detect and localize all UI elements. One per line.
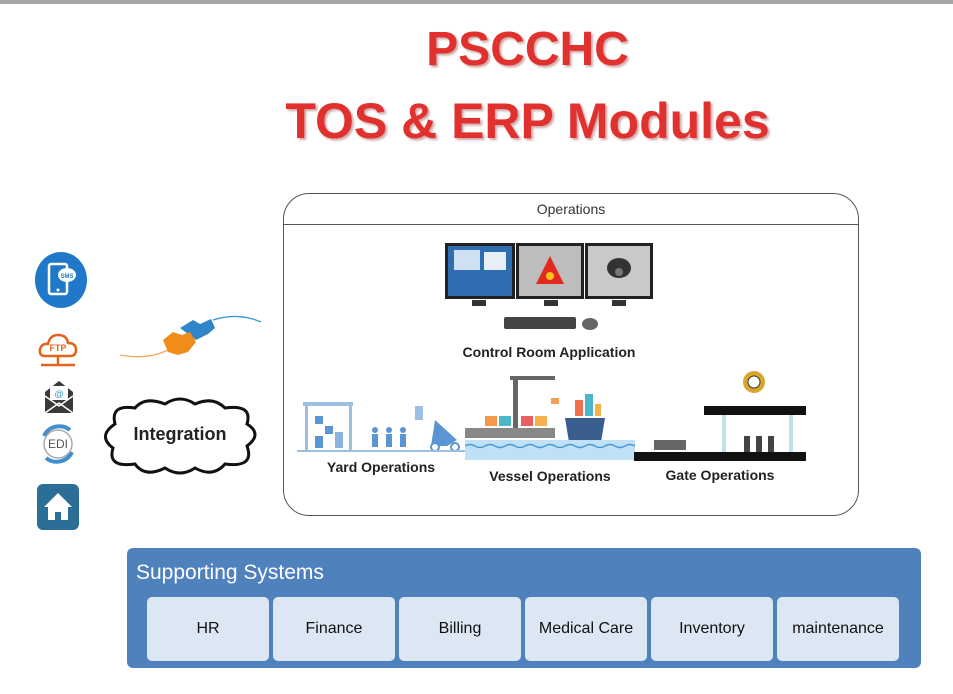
module-medical-care: Medical Care (525, 597, 647, 661)
module-maintenance: maintenance (777, 597, 899, 661)
edi-icon: EDI (42, 424, 74, 464)
ftp-icon: FTP (38, 333, 78, 367)
module-hr: HR (147, 597, 269, 661)
svg-text:@: @ (54, 389, 63, 399)
control-room-label: Control Room Application (462, 344, 636, 360)
gate-operations-label: Gate Operations (665, 467, 775, 483)
svg-text:FTP: FTP (50, 343, 67, 353)
control-room-monitors-icon (445, 243, 653, 330)
puzzle-integration-icon (119, 315, 262, 358)
operations-header: Operations (284, 194, 858, 225)
module-billing: Billing (399, 597, 521, 661)
yard-operations-label: Yard Operations (326, 459, 436, 475)
top-border (0, 0, 953, 4)
integration-cloud (104, 397, 257, 475)
svg-text:SMS: SMS (60, 274, 73, 280)
vessel-operations-icon (465, 376, 635, 460)
module-inventory: Inventory (651, 597, 773, 661)
home-icon (37, 484, 79, 530)
integration-label: Integration (133, 424, 227, 444)
operations-panel: Operations (283, 193, 859, 516)
title-line-2: TOS & ERP Modules (285, 93, 770, 149)
title-line-1: PSCCHC (426, 23, 629, 76)
gate-operations-icon (634, 371, 806, 461)
vessel-operations-label: Vessel Operations (489, 468, 611, 484)
supporting-systems-panel: Supporting Systems HR Finance Billing Me… (127, 548, 921, 668)
email-icon: @ (44, 381, 74, 414)
svg-text:EDI: EDI (48, 437, 68, 451)
supporting-systems-title: Supporting Systems (136, 561, 324, 584)
module-finance: Finance (273, 597, 395, 661)
yard-operations-icon (297, 402, 465, 452)
sms-icon: SMS (35, 252, 87, 308)
